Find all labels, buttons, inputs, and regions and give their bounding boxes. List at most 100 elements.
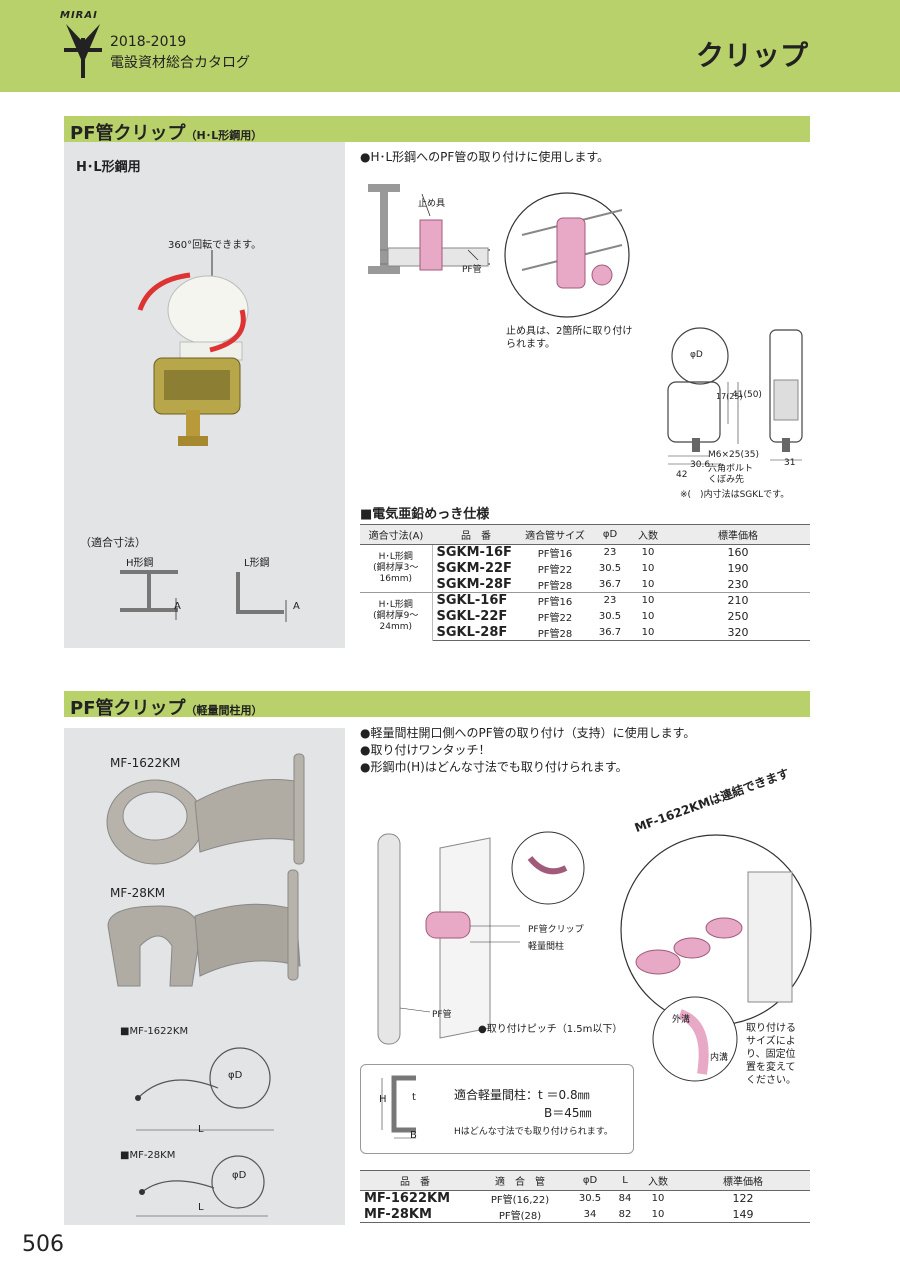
model-cell: MF-28KM [360, 1206, 470, 1223]
app-text: H･L形鋼 [378, 552, 413, 562]
col-header: 入数 [630, 524, 666, 545]
qty-cell: 10 [641, 547, 655, 559]
fit-size-label: （適合寸法） [80, 536, 146, 549]
section2-title-bar: PF管クリップ（軽量間柱用） [64, 691, 810, 719]
section1-subtitle: （H･L形鋼用） [185, 129, 263, 142]
dim-42-label: 42 [676, 470, 688, 480]
stud-t-label: t [412, 1092, 416, 1103]
section1-panel-label: H･L形鋼用 [76, 160, 141, 175]
l-steel-shape-icon [236, 572, 287, 622]
h-steel-label: H形鋼 [126, 558, 154, 569]
stud-text-3: Hはどんな寸法でも取り付けられます。 [454, 1127, 613, 1137]
price-cell: 250 [727, 610, 749, 623]
table-row: MF-1622KM PF管(16,22) 30.5 84 10 122 [360, 1191, 810, 1207]
table-row: SGKL-22F PF管22 30.5 10 250 [360, 609, 810, 625]
prod1-label: MF-1622KM [110, 756, 181, 770]
col-header: 品 番 [432, 524, 520, 545]
qty-cell: 10 [651, 1193, 665, 1205]
d-cell: 23 [590, 592, 630, 609]
d-cell: 23 [603, 547, 617, 559]
h-steel-a-label: A [174, 601, 181, 612]
qty-cell: 10 [640, 1206, 676, 1223]
stopper-label: 止め具 [418, 199, 446, 209]
stopper-note-2: られます。 [506, 339, 555, 350]
sgk-dimension-drawing [667, 327, 803, 465]
l-steel-a-label: A [293, 601, 300, 612]
price-cell: 320 [666, 624, 810, 641]
price-cell: 160 [727, 546, 749, 560]
model-cell: SGKL-16F [432, 592, 520, 609]
mf28km-photo [107, 869, 301, 987]
section2-bullet-3: ●形鋼巾(H)はどんな寸法でも取り付けられます。 [360, 760, 628, 774]
section1-title: PF管クリップ [70, 123, 186, 144]
d-cell: 30.5 [598, 563, 622, 574]
dim-note: ※( )内寸法はSGKLです。 [680, 490, 790, 500]
table-header-row: 適合寸法(A) 品 番 適合管サイズ φD 入数 標準価格 [360, 524, 810, 545]
outer-groove-label: 外溝 [672, 1015, 691, 1025]
clip-detail-circle [504, 192, 630, 318]
table-row: MF-28KM PF管(28) 34 82 10 149 [360, 1206, 810, 1223]
pipe-cell: PF管(28) [470, 1206, 570, 1223]
fit-note: 取り付ける サイズによ り、固定位 置を変えて ください。 [746, 1022, 796, 1087]
pitch-note: ●取り付けピッチ（1.5m以下） [478, 1024, 623, 1035]
diag-clip-label: PF管クリップ [528, 925, 584, 935]
model-cell: SGKM-22F [436, 561, 512, 576]
diag-stud-label: 軽量間柱 [528, 942, 565, 952]
col-header: φD [590, 524, 630, 545]
d-cell: 36.7 [590, 624, 630, 641]
dim-41-label: 41(50) [732, 390, 762, 400]
draw1-label: ■MF-1622KM [120, 1026, 189, 1037]
price-cell: 230 [727, 577, 749, 591]
mirai-logo-icon [64, 24, 102, 78]
stud-text-1: 適合軽量間柱：t ＝0.8㎜ [454, 1088, 590, 1102]
stud-install-diagram [377, 831, 585, 1045]
app-cell: H･L形鋼(鋼材厚9〜24mm) [360, 592, 433, 641]
dim-31-label: 31 [784, 458, 796, 468]
l-steel-label: L形鋼 [244, 558, 270, 569]
col-header: 適合管サイズ [520, 524, 590, 545]
d-cell: 30.5 [598, 611, 622, 622]
fit-note-line: り、固定位 [746, 1049, 796, 1060]
model-cell: SGKM-28F [436, 576, 512, 592]
pipe-cell: PF管22 [537, 613, 573, 624]
groove-detail-circle [652, 996, 738, 1082]
pipe-cell: PF管16 [520, 592, 590, 609]
inner-groove-label: 内溝 [710, 1053, 729, 1063]
l-cell: 82 [610, 1206, 640, 1223]
mf1622km-photo [106, 753, 305, 865]
catalog-years: 2018-2019 [110, 34, 187, 50]
model-cell: SGKL-28F [432, 624, 520, 641]
table-row: SGKM-22F PF管22 30.5 10 190 [360, 561, 810, 577]
d-cell: 36.7 [598, 578, 622, 590]
draw2-l-label: L [198, 1202, 204, 1213]
col-header: L [610, 1170, 640, 1191]
fit-note-line: 置を変えて [746, 1062, 796, 1073]
qty-cell: 10 [630, 624, 666, 641]
table-row: H･L形鋼(鋼材厚9〜24mm) SGKL-16F PF管16 23 10 21… [360, 592, 810, 641]
pipe-cell: PF管28 [537, 580, 573, 592]
draw1-l-label: L [198, 1124, 204, 1135]
dim-30-label: 30.6 [690, 460, 711, 470]
pipe-cell: PF管16 [537, 549, 573, 561]
dim-17-label: 17(25) [716, 392, 743, 401]
connect-detail-circle [620, 834, 812, 1026]
prod2-label: MF-28KM [110, 886, 166, 900]
price-cell: 122 [732, 1192, 754, 1206]
pipe-cell: PF管(16,22) [490, 1195, 550, 1207]
price-cell: 190 [727, 562, 749, 575]
model-cell: SGKL-22F [436, 609, 508, 624]
pipe-cell: PF管22 [537, 565, 573, 576]
diag-pf-label: PF管 [432, 1010, 452, 1020]
stud-h-label: H [379, 1094, 387, 1105]
model-cell: MF-1622KM [364, 1191, 451, 1207]
section2-bullet-2: ●取り付けワンタッチ！ [360, 743, 491, 757]
mf-spec-table: 品 番 適 合 管 φD L 入数 標準価格 MF-1622KM PF管(16,… [360, 1170, 810, 1223]
page-number: 506 [22, 1232, 64, 1257]
dim-bolt-label-3: くぼみ先 [708, 475, 745, 485]
h-steel-install-diagram [368, 184, 490, 274]
col-header: φD [570, 1170, 610, 1191]
col-header: 標準価格 [666, 524, 810, 545]
app-text: H･L形鋼 [378, 600, 413, 611]
stud-spec-box [360, 1064, 634, 1154]
table-header-row: 品 番 適 合 管 φD L 入数 標準価格 [360, 1170, 810, 1191]
